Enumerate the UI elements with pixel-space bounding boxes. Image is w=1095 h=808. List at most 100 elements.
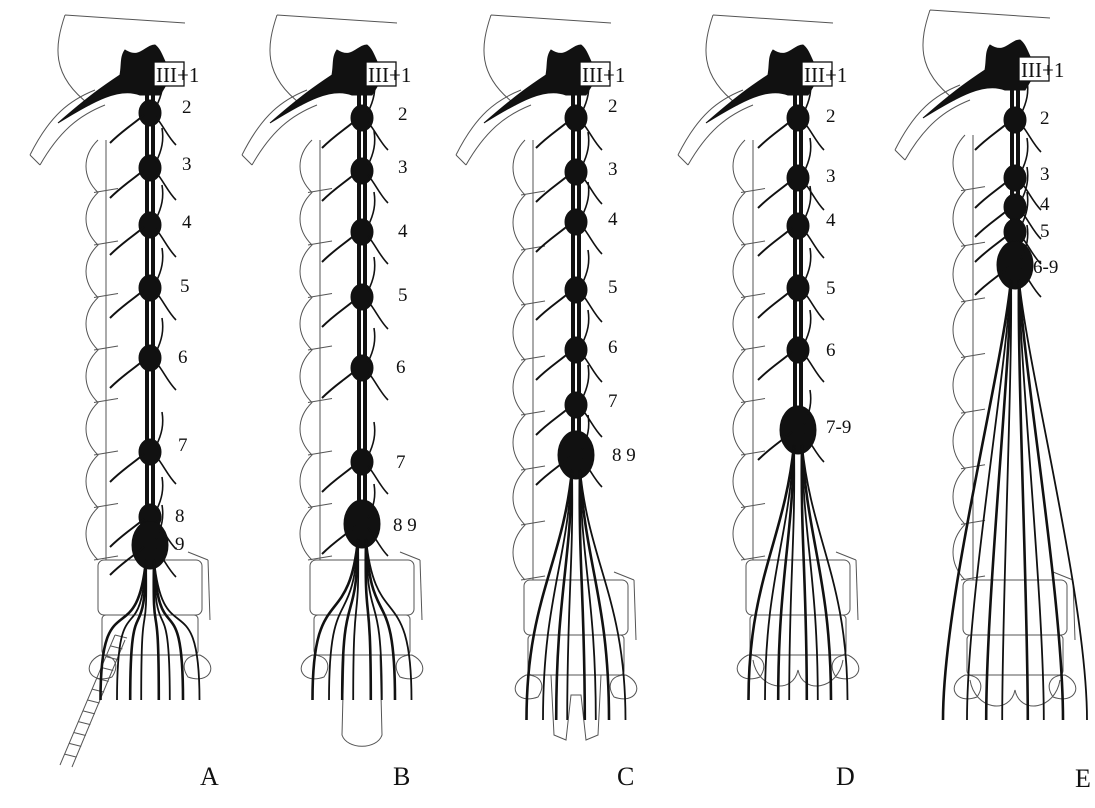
lateral-nerve-left [758, 228, 792, 256]
abdomen-plate [314, 615, 410, 655]
nerve-cord [484, 45, 626, 720]
ovipositor-ring [106, 657, 118, 660]
ganglion-label: 6 [608, 337, 618, 358]
body-outline [30, 15, 211, 767]
lateral-nerve-up [368, 192, 375, 226]
terminal-nerve [366, 539, 412, 700]
ganglion [997, 241, 1033, 289]
terminal-nerve [1019, 280, 1028, 720]
terminal-nerve [1019, 280, 1087, 720]
abdomen-edge [400, 552, 420, 560]
ganglion-label: 5 [180, 276, 190, 297]
lateral-nerve-right [368, 301, 388, 329]
ganglion-label: 7-9 [826, 417, 851, 438]
lateral-nerve-up [582, 182, 589, 216]
ganglion-label: 2 [398, 104, 408, 125]
lateral-nerve-right [582, 176, 602, 204]
abdomen-edge [208, 560, 210, 620]
abdomen-edge [856, 560, 858, 620]
label-iii-plus-1: III+1 [580, 62, 625, 87]
lateral-nerve-up [582, 132, 589, 166]
terminal-fork [551, 675, 601, 740]
ganglion-label-top: III+1 [156, 63, 199, 87]
lateral-nerve-up [804, 310, 811, 344]
ganglion-label: 3 [182, 154, 192, 175]
lateral-nerve-right [804, 292, 824, 320]
ganglion-label: 4 [398, 221, 408, 242]
ganglion-label: 3 [608, 159, 618, 180]
ganglion-label: 3 [826, 166, 836, 187]
nerve-cord [58, 45, 200, 700]
lateral-nerve-right [368, 466, 388, 494]
ganglion-label: 3 [1040, 164, 1050, 185]
lateral-nerve-left [758, 352, 792, 380]
ganglion-label: 2 [182, 97, 192, 118]
lateral-nerve-right [368, 236, 388, 264]
nerve-cord [270, 45, 412, 700]
ovipositor-ring [78, 722, 90, 725]
abdomen-plate [528, 635, 624, 675]
lateral-nerve-right [156, 362, 176, 390]
abdomen-plate [963, 580, 1067, 635]
lateral-nerve-up [368, 257, 375, 291]
lateral-nerve-up [368, 131, 375, 165]
ganglion [780, 406, 816, 454]
lateral-nerve-left [110, 170, 144, 198]
terminal-lobes [970, 680, 1060, 706]
ganglion-label: 4 [608, 209, 618, 230]
ganglion-label-top: III+1 [368, 63, 411, 87]
label-iii-plus-1: III+1 [154, 62, 199, 87]
ganglion-label: 5 [608, 277, 618, 298]
ganglion-label-top: III+1 [1021, 58, 1064, 82]
terminal-nerve [313, 539, 359, 700]
lateral-nerve-left [975, 122, 1009, 150]
lateral-nerve-up [804, 248, 811, 282]
ganglion-label: 5 [1040, 221, 1050, 242]
abdomen-plate [750, 615, 846, 655]
terminal-nerve [1002, 280, 1011, 720]
ganglion-label: 5 [398, 285, 408, 306]
ganglion-label: 6 [826, 340, 836, 361]
ovipositor-ring [92, 689, 104, 692]
ovipositor-ring [69, 743, 81, 746]
lateral-nerve-right [368, 372, 388, 400]
ganglion-label-top: III+1 [804, 63, 847, 87]
lateral-nerve-left [758, 180, 792, 208]
lateral-nerve-left [322, 120, 356, 148]
lateral-nerve-right [582, 294, 602, 322]
lateral-nerve-right [156, 172, 176, 200]
lateral-nerve-right [1021, 124, 1041, 152]
lateral-nerve-left [536, 174, 570, 202]
panel-letter: C [617, 762, 634, 791]
panel-c: III+12345678 9C [456, 15, 637, 791]
ovipositor-ring [83, 711, 95, 714]
abdomen-plate [310, 560, 414, 615]
label-iii-plus-1: III+1 [802, 62, 847, 87]
lateral-nerve-right [804, 122, 824, 150]
lateral-nerve-left [110, 115, 144, 143]
abdomen-edge [836, 552, 856, 560]
lateral-nerve-right [582, 122, 602, 150]
lateral-nerve-left [110, 454, 144, 482]
label-iii-plus-1: III+1 [366, 62, 411, 87]
ganglion [558, 431, 594, 479]
terminal-nerve [580, 470, 626, 720]
terminal-nerve [749, 445, 795, 700]
lateral-nerve-right [582, 354, 602, 382]
ganglion-label: 8 9 [393, 515, 417, 536]
ganglion-label: 6-9 [1033, 257, 1058, 278]
ganglion-label: 4 [1040, 194, 1050, 215]
ganglion-label: 8 [175, 506, 185, 527]
lateral-nerve-right [156, 456, 176, 484]
ganglion-label: 9 [175, 534, 185, 555]
abdomen-plate [967, 635, 1063, 675]
lateral-nerve-up [1021, 138, 1028, 172]
terminal-nerve [802, 445, 848, 700]
abdomen-edge [1053, 572, 1073, 580]
lateral-nerve-right [804, 182, 824, 210]
nerve-cord [923, 40, 1087, 720]
lateral-nerve-up [156, 412, 163, 446]
panel-b: III+12345678 9B [242, 15, 423, 791]
